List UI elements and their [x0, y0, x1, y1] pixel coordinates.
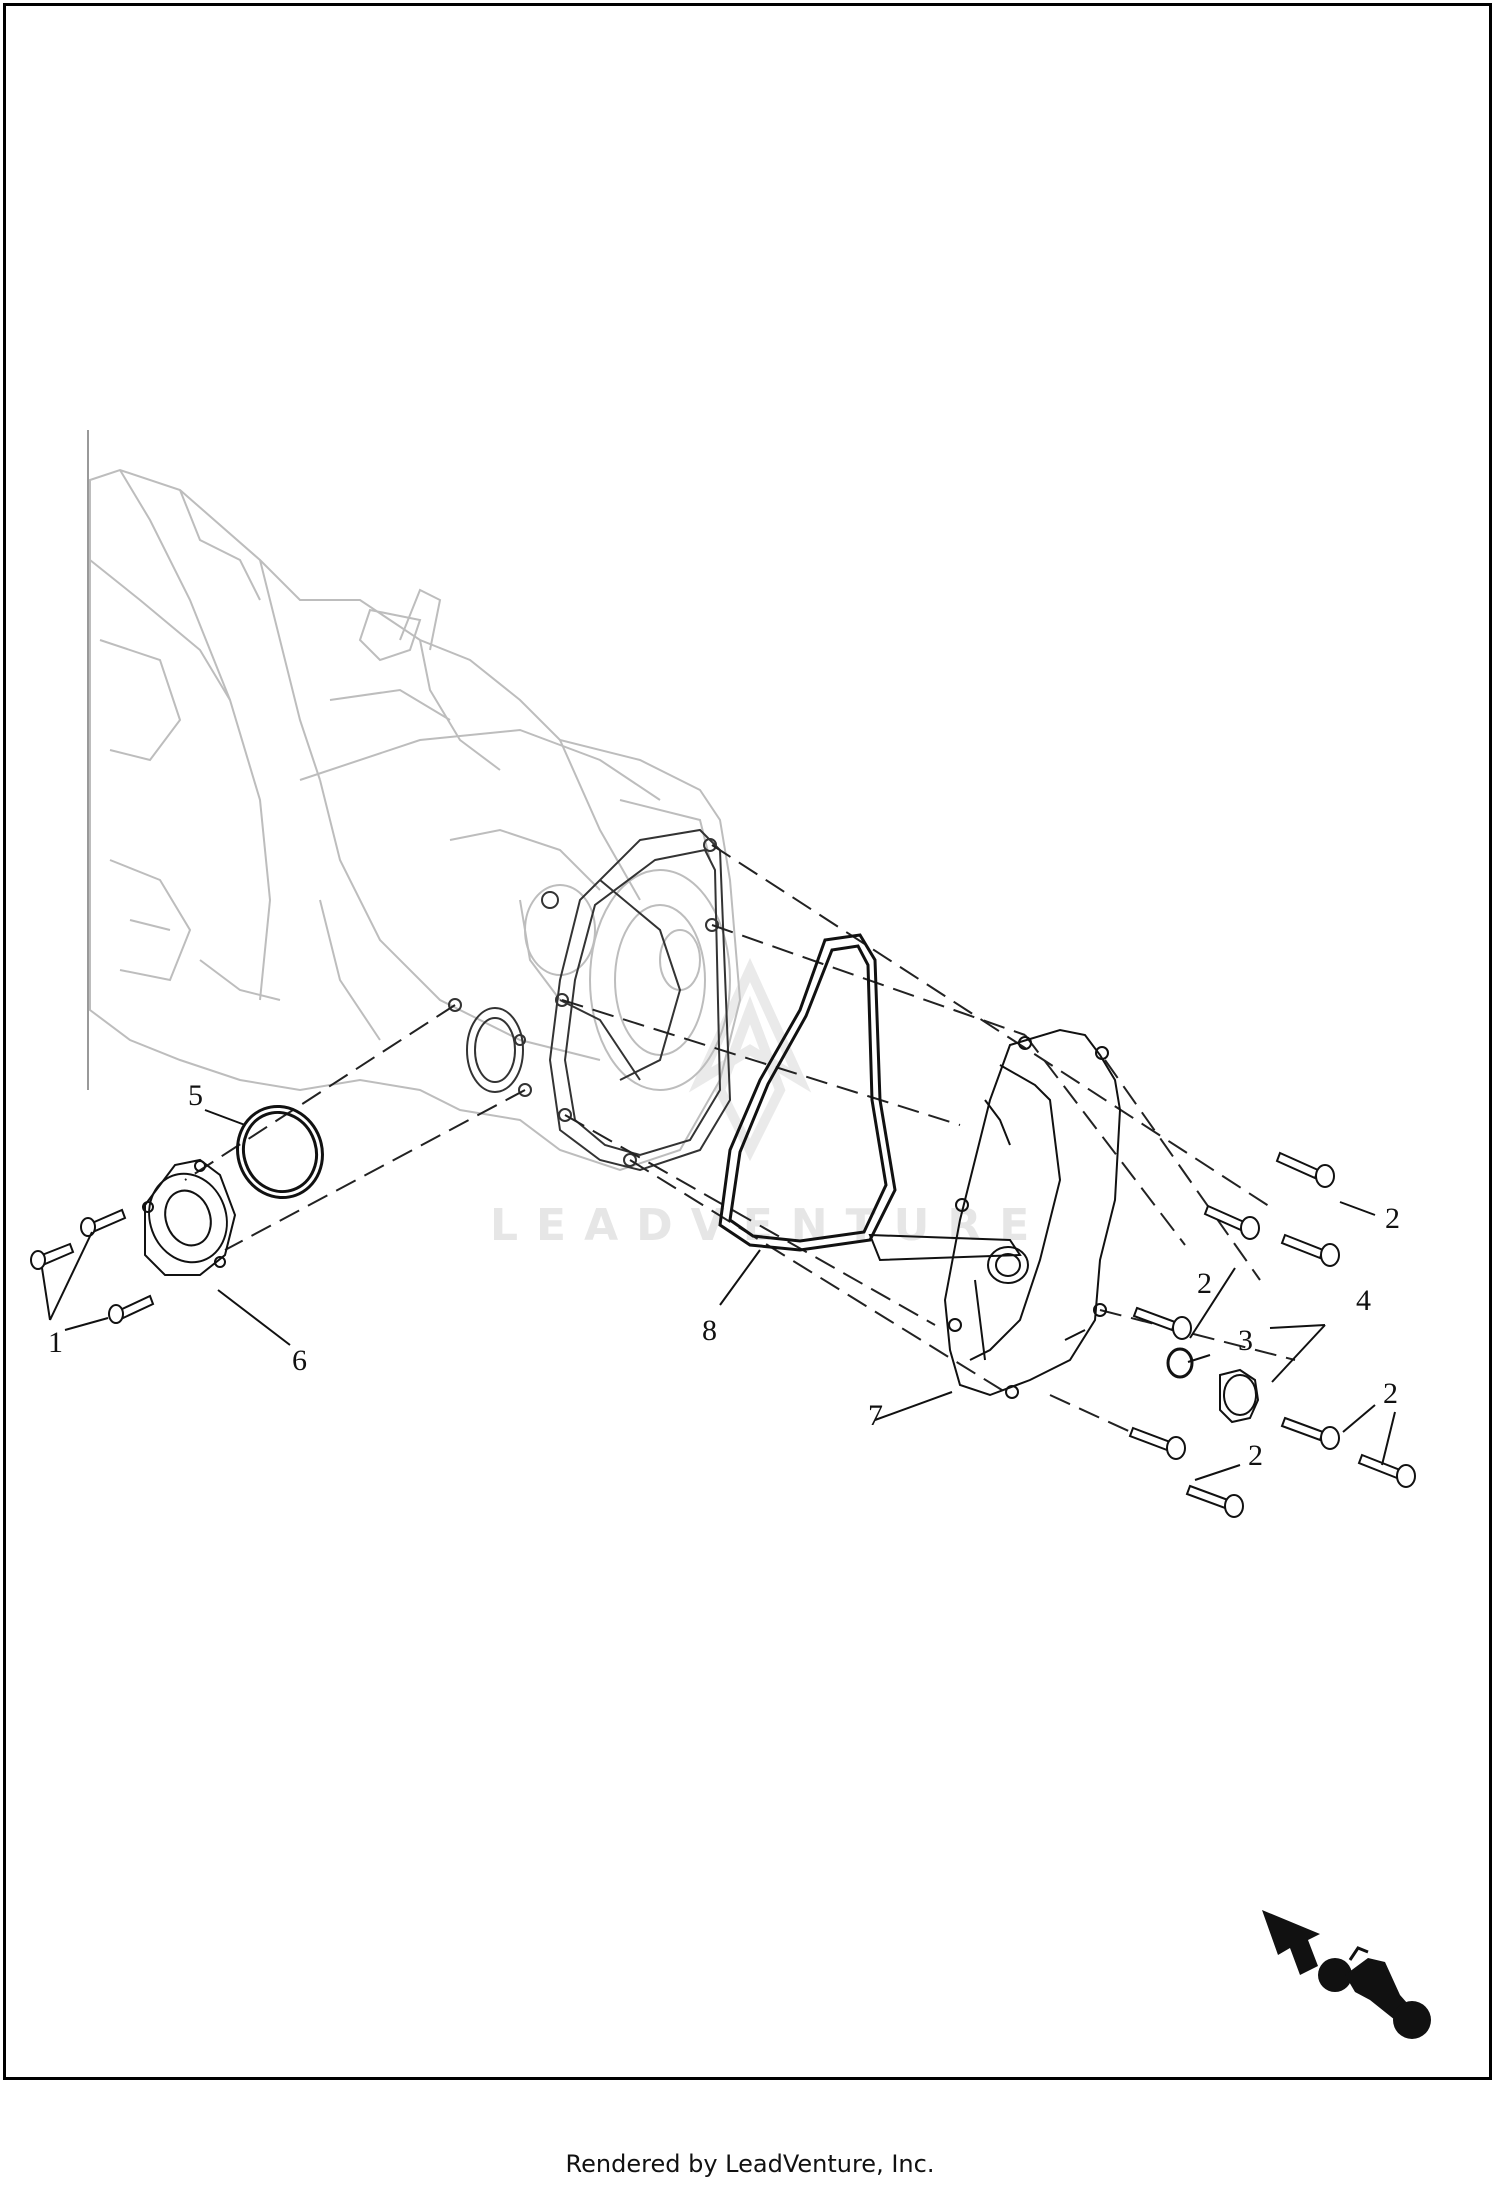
leader-lines: [41, 1109, 1396, 1481]
part-6-bearing-cover: [142, 1158, 237, 1276]
diagram-frame: [3, 3, 1492, 2080]
bolt-2d: [1132, 1306, 1192, 1340]
callout-2-c: 2: [1383, 1377, 1398, 1410]
callout-3: 3: [1238, 1324, 1253, 1357]
callout-5: 5: [188, 1079, 203, 1112]
bolt-2e: [1280, 1416, 1340, 1450]
callout-7: 7: [868, 1399, 883, 1432]
transmission-rear-face: [448, 828, 732, 1172]
orientation-icon: [1262, 1910, 1431, 2039]
bolt-1c: [108, 1294, 155, 1324]
bolt-1a: [30, 1242, 75, 1270]
callout-2-a: 2: [1385, 1202, 1400, 1235]
callout-2-d: 2: [1248, 1439, 1263, 1472]
watermark-text: LEADVENTURE: [490, 1200, 1047, 1251]
callout-8: 8: [702, 1314, 717, 1347]
bolt-2c: [1280, 1233, 1340, 1267]
bolt-2a: [1275, 1151, 1335, 1188]
part-3-o-ring: [1166, 1347, 1194, 1379]
bolt-1b: [80, 1208, 127, 1237]
bolt-2b: [1203, 1204, 1260, 1240]
alignment-lines: [184, 844, 1296, 1451]
part-4-plug: [1219, 1368, 1260, 1424]
part-5-o-ring: [236, 1104, 324, 1200]
part-7-side-cover: [868, 1028, 1122, 1399]
bolt-2g: [1128, 1426, 1186, 1460]
callout-6: 6: [292, 1344, 307, 1377]
bolt-2h: [1185, 1484, 1244, 1518]
callout-2-b: 2: [1197, 1267, 1212, 1300]
footer-credit: Rendered by LeadVenture, Inc.: [565, 2150, 935, 2178]
transmission-housing: [89, 468, 742, 1172]
bolts: [30, 1151, 1416, 1518]
part-8-gasket: [718, 933, 897, 1252]
bolt-2f: [1357, 1453, 1416, 1488]
callout-1: 1: [48, 1326, 63, 1359]
callout-4: 4: [1356, 1284, 1371, 1317]
